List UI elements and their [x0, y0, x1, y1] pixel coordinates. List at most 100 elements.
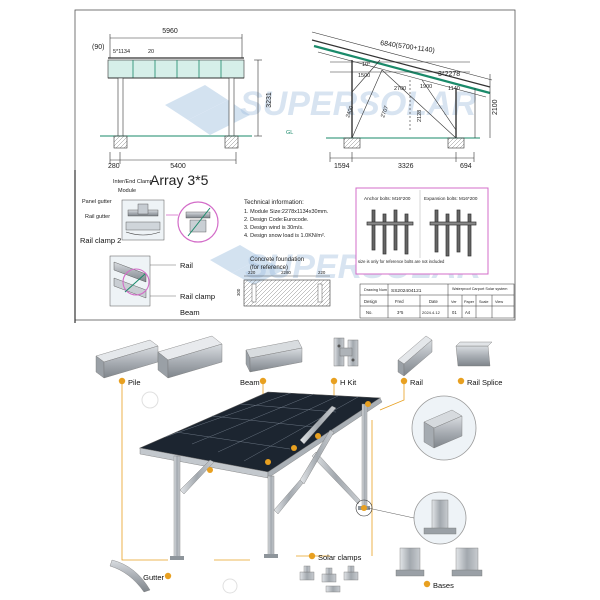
bolt-note: size is only for reference bolts are not… [358, 259, 445, 264]
dim-side-2400: 2400 [345, 105, 355, 119]
dim-front-gap: 20 [148, 49, 154, 55]
anchor-bolt-label: Anchor bolts: M16*200 [364, 196, 411, 201]
label-module: Module [118, 188, 136, 194]
foundation-w: 2280 [281, 270, 291, 275]
rail-splice-part [455, 341, 493, 367]
product-render: Pile Beam H Kit Rail Rail Splice [95, 335, 502, 594]
dim-side-angle: 10° [362, 62, 370, 68]
label-rail-clamp: Rail clamp [180, 292, 215, 301]
tb-paper: A4 [465, 310, 471, 315]
label-beam: Beam [180, 308, 200, 317]
label-beam-part: Beam [240, 378, 260, 387]
tb-ver-label: Ver [451, 300, 457, 304]
dim-side-3326: 3326 [398, 163, 414, 170]
clamps-bullet [308, 552, 316, 560]
dim-side-2707: 2707 [380, 105, 390, 119]
foundation-sub: (for reference) [250, 265, 288, 271]
pile-part [95, 335, 223, 379]
pile-bullet [118, 377, 126, 385]
tb-drawing-label: Drawing Num [364, 288, 387, 292]
gutter-part [109, 559, 151, 593]
zoom-detail-bottom [413, 491, 467, 545]
title-block [359, 283, 515, 319]
dim-front-width: 5960 [162, 28, 178, 35]
label-rail-gutter: Rail gutter [85, 214, 110, 220]
detail-clamp [121, 199, 219, 243]
tb-date: 2024.4.12 [422, 310, 441, 315]
detail-rail [109, 255, 176, 307]
h-kit-part [333, 337, 359, 367]
side-view [311, 31, 493, 162]
rail-bullet [400, 377, 408, 385]
dim-front-base: 280 [108, 163, 120, 170]
solar-clamps-part [299, 565, 359, 593]
drawing-sheet: SUPERSOLAR SUPERSOLAR [74, 9, 516, 323]
label-gutter: Gutter [143, 573, 164, 582]
ground-label: GL [286, 130, 293, 136]
detail-circle-base [355, 499, 373, 517]
label-rail-part: Rail [410, 378, 423, 387]
label-panel-gutter: Panel gutter [82, 199, 112, 205]
dim-front-pitch: 5*1134 [113, 49, 130, 55]
tb-no-label: No. [366, 310, 373, 315]
zoom-line [367, 507, 415, 519]
dim-side-panels: 3*2278 [438, 71, 460, 78]
dim-side-1140: 1140 [448, 86, 460, 92]
label-clamp: Inter/End Clamp [113, 179, 153, 185]
tb-design-label: Design [364, 299, 378, 304]
foundation-s2: 220 [318, 270, 326, 275]
tb-ver: 01 [452, 310, 457, 315]
support-legs [173, 403, 368, 559]
dim-front-left: (90) [92, 44, 104, 51]
expansion-bolt-label: Expansion bolts: M16*200 [424, 196, 478, 201]
dim-side-1500: 1500 [358, 73, 370, 79]
splice-bullet [457, 377, 465, 385]
dim-side-2700: 2700 [394, 86, 406, 92]
hkit-bullet [330, 377, 338, 385]
label-pile: Pile [128, 378, 141, 387]
watermark-logo-icon [165, 85, 284, 285]
dim-side-2100: 2100 [492, 99, 499, 115]
connection-dots [207, 401, 371, 511]
label-rail: Rail [180, 261, 193, 270]
bolts-box [355, 187, 489, 275]
foundation-h: 300 [236, 288, 241, 296]
rail-part [397, 335, 433, 377]
tb-drawing-num: SS202404121 [391, 288, 422, 294]
tb-date-label: Date [429, 299, 439, 304]
watermark-top: SUPERSOLAR [240, 85, 477, 123]
dim-side-2128: 2128 [417, 110, 423, 122]
tb-array: 3*5 [397, 310, 404, 315]
tb-view-label: View [495, 300, 503, 304]
gutter-bullet [164, 572, 172, 580]
array-label: Array 3*5 [150, 172, 209, 188]
dim-front-span: 5400 [170, 163, 186, 170]
label-bases: Bases [433, 581, 454, 590]
dim-front-height: 3231 [266, 92, 273, 108]
foundation-title: Concrete foundation [250, 257, 304, 263]
zoom-detail-top [411, 395, 477, 461]
label-rail-clamp2: Rail clamp 2 [80, 236, 121, 245]
beam-part [245, 339, 303, 373]
tb-designer: Fred [395, 299, 404, 304]
foundation-drawing [243, 275, 331, 307]
tech-item-2: 2. Design Code:Eurocode. [244, 217, 309, 223]
tb-project: Waterproof Carport Solar system [452, 287, 507, 291]
tech-item-1: 1. Module Size:2278x1134x30mm. [244, 209, 329, 215]
label-h-kit: H Kit [340, 378, 357, 387]
dim-side-1900: 1900 [420, 84, 432, 90]
dim-side-694: 694 [460, 163, 472, 170]
dim-side-1594: 1594 [334, 163, 350, 170]
foundation-s1: 220 [248, 270, 256, 275]
bases-part [395, 547, 483, 577]
tech-item-4: 4. Design snow load is 1.0KN/m². [244, 233, 326, 239]
watermark-logo-bottom-icon [141, 391, 238, 594]
label-solar-clamps: Solar clamps [318, 553, 362, 562]
tech-title: Technical information: [244, 199, 304, 206]
beam-bullet [259, 377, 267, 385]
tb-paper-label: Paper [464, 300, 475, 304]
tb-scale-label: Scale [479, 300, 489, 304]
callout-lines [121, 384, 405, 561]
front-view [100, 34, 262, 164]
